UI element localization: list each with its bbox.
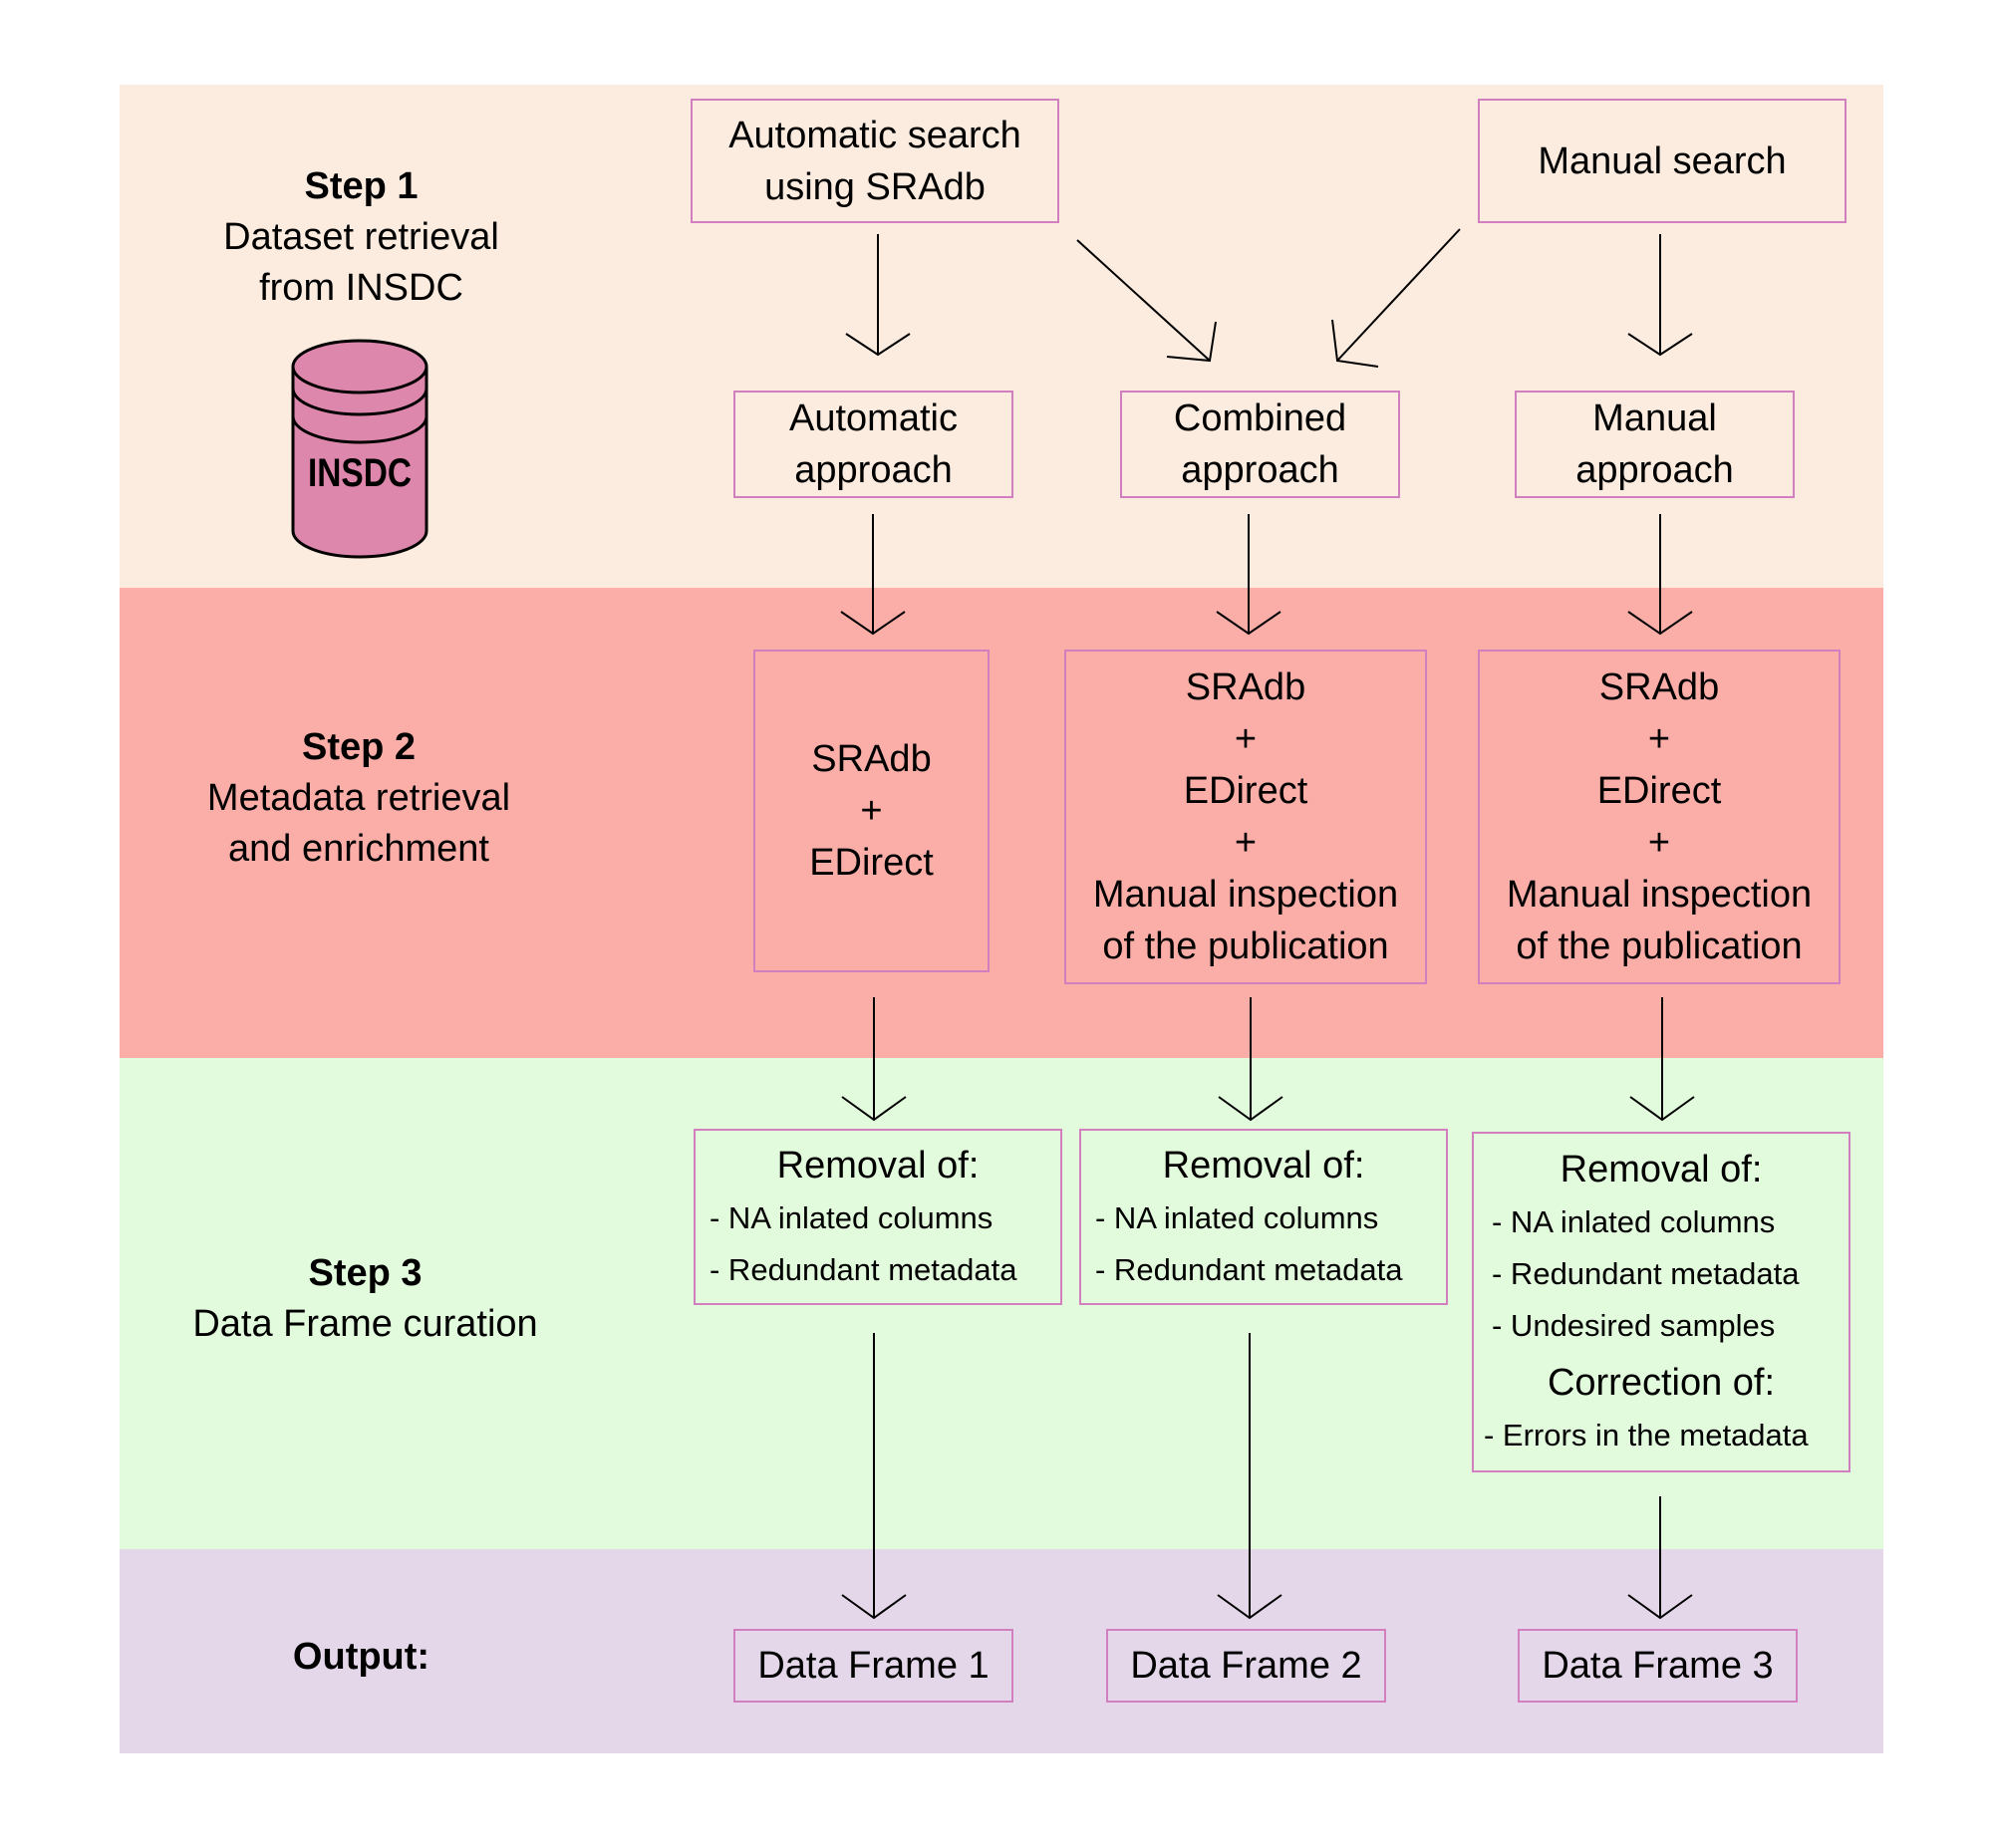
metadata-line: +: [1234, 822, 1258, 864]
automatic-approach-box: Automatic approach: [733, 391, 1013, 498]
data-frame-1-box: Data Frame 1: [733, 1629, 1013, 1703]
combined-metadata-box: SRAdb + EDirect + Manual inspection of t…: [1064, 650, 1427, 984]
metadata-line: +: [1647, 822, 1671, 864]
automatic-approach-line1: Automatic: [789, 397, 958, 439]
metadata-line: Manual inspection: [1092, 874, 1399, 916]
arrow-combined-curation-to-output: [1217, 1333, 1282, 1620]
output-band: [120, 1549, 1883, 1753]
database-label: INSDC: [308, 451, 412, 495]
step2-line1: Metadata retrieval: [206, 777, 511, 819]
manual-approach-line1: Manual: [1592, 397, 1717, 439]
data-frame-1-label: Data Frame 1: [757, 1645, 990, 1687]
manual-search-box: Manual search: [1478, 99, 1847, 223]
manual-curation-box: Removal of: - NA inlated columns - Redun…: [1472, 1132, 1850, 1472]
metadata-line: +: [860, 790, 883, 832]
curation-item: - Redundant metadata: [1095, 1251, 1403, 1287]
step2-band: [120, 588, 1883, 1058]
metadata-line: +: [1647, 718, 1671, 760]
metadata-line: of the publication: [1102, 925, 1389, 967]
arrow-manual-search-to-manual-approach: [1627, 234, 1693, 357]
database-cylinder-icon: INSDC: [291, 339, 428, 559]
automatic-search-box: Automatic search using SRAdb: [691, 99, 1059, 223]
metadata-line: SRAdb: [811, 738, 932, 780]
data-frame-2-label: Data Frame 2: [1130, 1645, 1362, 1687]
step3-label: Step 3 Data Frame curation: [159, 1248, 571, 1350]
data-frame-3-label: Data Frame 3: [1542, 1645, 1774, 1687]
metadata-line: EDirect: [809, 842, 934, 884]
arrow-automatic-search-to-combined-approach: [1076, 239, 1217, 363]
step2-label: Step 2 Metadata retrieval and enrichment: [159, 722, 558, 875]
step2-line2: and enrichment: [228, 828, 489, 870]
curation-item: - NA inlated columns: [1492, 1204, 1776, 1239]
arrow-combined-metadata-to-curation: [1218, 997, 1283, 1122]
manual-approach-line2: approach: [1575, 449, 1734, 491]
step3-line1: Data Frame curation: [192, 1303, 538, 1345]
manual-approach-box: Manual approach: [1515, 391, 1795, 498]
arrow-manual-curation-to-output: [1627, 1496, 1693, 1620]
arrow-automatic-search-to-automatic-approach: [845, 234, 911, 357]
curation-item: - NA inlated columns: [710, 1199, 994, 1235]
metadata-line: EDirect: [1183, 770, 1308, 812]
automatic-metadata-box: SRAdb + EDirect: [753, 650, 990, 972]
data-frame-3-box: Data Frame 3: [1518, 1629, 1798, 1703]
metadata-line: Manual inspection: [1506, 874, 1813, 916]
automatic-search-line1: Automatic search: [728, 114, 1021, 156]
combined-curation-box: Removal of: - NA inlated columns - Redun…: [1079, 1129, 1448, 1305]
output-title: Output:: [292, 1636, 430, 1678]
metadata-line: SRAdb: [1598, 666, 1720, 708]
metadata-line: EDirect: [1596, 770, 1722, 812]
step1-label: Step 1 Dataset retrieval from INSDC: [159, 161, 563, 314]
step2-title: Step 2: [301, 726, 417, 768]
metadata-line: of the publication: [1516, 925, 1803, 967]
combined-approach-line2: approach: [1181, 449, 1339, 491]
curation-item: - Redundant metadata: [1492, 1256, 1800, 1291]
arrow-manual-search-to-combined-approach: [1331, 228, 1461, 368]
arrow-combined-approach-to-metadata: [1216, 514, 1281, 636]
arrow-automatic-metadata-to-curation: [841, 997, 907, 1122]
data-frame-2-box: Data Frame 2: [1106, 1629, 1386, 1703]
curation-heading: Removal of:: [1560, 1149, 1763, 1190]
correction-item: - Errors in the metadata: [1484, 1418, 1809, 1452]
metadata-line: +: [1234, 718, 1258, 760]
arrow-manual-approach-to-metadata: [1627, 514, 1693, 636]
metadata-line: SRAdb: [1185, 666, 1306, 708]
manual-search-line1: Manual search: [1538, 139, 1787, 182]
combined-approach-box: Combined approach: [1120, 391, 1400, 498]
curation-heading: Removal of:: [776, 1144, 980, 1187]
step1-title: Step 1: [304, 165, 419, 207]
automatic-approach-line2: approach: [794, 449, 953, 491]
curation-heading: Removal of:: [1162, 1144, 1365, 1187]
arrow-manual-metadata-to-curation: [1629, 997, 1695, 1122]
curation-item: - Undesired samples: [1492, 1308, 1776, 1343]
curation-item: - NA inlated columns: [1095, 1199, 1379, 1235]
step3-title: Step 3: [308, 1252, 423, 1294]
correction-heading: Correction of:: [1547, 1362, 1776, 1404]
arrow-automatic-curation-to-output: [841, 1333, 907, 1620]
combined-approach-line1: Combined: [1173, 397, 1347, 439]
manual-metadata-box: SRAdb + EDirect + Manual inspection of t…: [1478, 650, 1841, 984]
curation-item: - Redundant metadata: [710, 1251, 1017, 1287]
step1-line2: from INSDC: [259, 267, 463, 309]
step1-line1: Dataset retrieval: [223, 216, 499, 258]
output-label: Output:: [159, 1632, 563, 1683]
automatic-curation-box: Removal of: - NA inlated columns - Redun…: [694, 1129, 1062, 1305]
automatic-search-line2: using SRAdb: [764, 165, 986, 208]
arrow-automatic-approach-to-metadata: [840, 514, 906, 636]
